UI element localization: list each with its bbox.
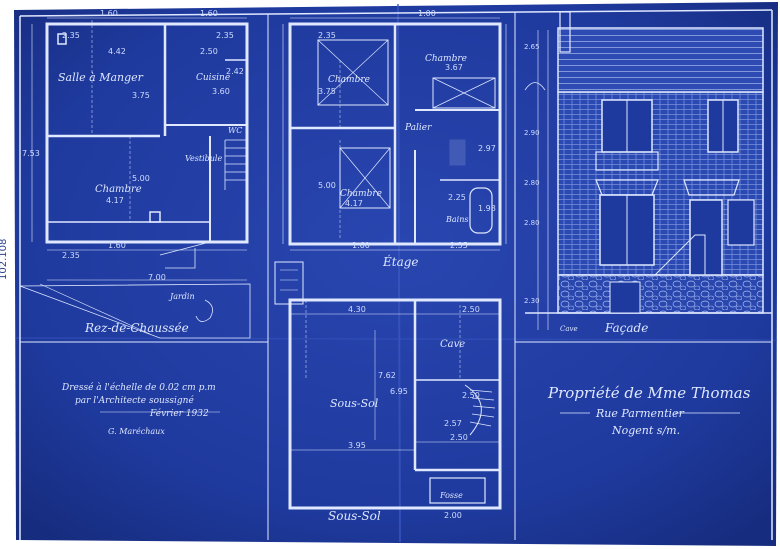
dim-label: 3.95 [348,441,366,450]
dim-label: 2.00 [444,511,462,520]
dim-label: 4.42 [108,47,126,56]
dim-label: 3.75 [132,91,150,100]
basement-title: Sous-Sol [328,509,381,523]
room-label-landing: Palier [405,123,432,133]
dim-label: 2.35 [216,31,234,40]
dim-label: 2.90 [524,129,540,137]
credit-line-2: par l'Architecte soussigné [75,396,194,406]
archive-number: 102.108 [0,238,9,280]
room-label-bedroom: Chambre [95,184,142,195]
dim-label: 2.35 [62,251,80,260]
dim-label: 2.65 [524,43,540,51]
room-label-kitchen: Cuisine [196,73,231,83]
dim-label: 3.60 [212,87,230,96]
dim-label: 2.80 [524,219,540,227]
dim-label: 2.30 [524,297,540,305]
credit-line-1: Dressé à l'échelle de 0.02 cm p.m [62,383,216,393]
room-label-vestibule: Vestibule [185,154,223,163]
dim-label: 2.35 [450,241,468,250]
town-name: Nogent s/m. [612,424,681,437]
dim-label: 1.00 [418,9,436,18]
dim-label: 1.60 [352,241,370,250]
dim-label: 5.00 [318,181,336,190]
dim-label: 6.95 [390,387,408,396]
dim-label: 2.25 [448,193,466,202]
dim-label: 7.53 [22,149,40,158]
dim-label: 4.17 [345,199,363,208]
facade-level-note: Cave [560,325,578,333]
dim-label: 1.98 [478,204,496,213]
dim-label: 2.97 [478,144,496,153]
dim-label: 3.67 [445,63,463,72]
ground-floor-title: Rez-de-Chaussée [85,321,189,335]
room-label-bedroom-a: Chambre [328,75,370,85]
dim-label: 2.50 [200,47,218,56]
dim-label: 4.30 [348,305,366,314]
room-label-cellar: Cave [440,339,466,350]
architect-signature: G. Maréchaux [108,427,165,436]
ground-floor-plan [19,17,251,339]
dim-label: 1.60 [108,241,126,250]
dim-label: 2.35 [318,31,336,40]
dim-label: 2.57 [444,419,462,428]
property-title: Propriété de Mme Thomas [548,384,751,402]
dim-label: 2.80 [524,179,540,187]
dim-label: 7.62 [378,371,396,380]
upper-floor-plan [282,17,507,251]
facade-title: Façade [605,321,649,335]
dim-label: 1.60 [200,9,218,18]
dim-label: 2.50 [462,305,480,314]
dim-label: 1.60 [100,9,118,18]
dim-label: 5.00 [132,174,150,183]
room-label-wc: WC [228,126,243,135]
room-label-basement: Sous-Sol [330,397,379,410]
dim-label: 4.17 [106,196,124,205]
garden-label: Jardin [170,292,195,301]
dim-label: 2.42 [226,67,244,76]
room-label-dining: Salle à Manger [58,71,143,84]
dim-label: 7.00 [148,273,166,282]
room-label-bedroom-b: Chambre [425,54,467,64]
upper-floor-title: Étage [383,255,419,269]
room-label-bedroom-c: Chambre [340,189,382,199]
dim-label: 2.50 [450,433,468,442]
dim-label: 2.35 [62,31,80,40]
facade-elevation [524,11,772,330]
credit-date: Février 1932 [150,409,209,419]
room-label-bath: Bains [446,215,469,224]
dim-label: 3.75 [318,87,336,96]
basement-plan [274,261,502,510]
room-label-pit: Fosse [440,491,463,500]
street-name: Rue Parmentier [596,407,684,420]
dim-label: 2.50 [462,391,480,400]
